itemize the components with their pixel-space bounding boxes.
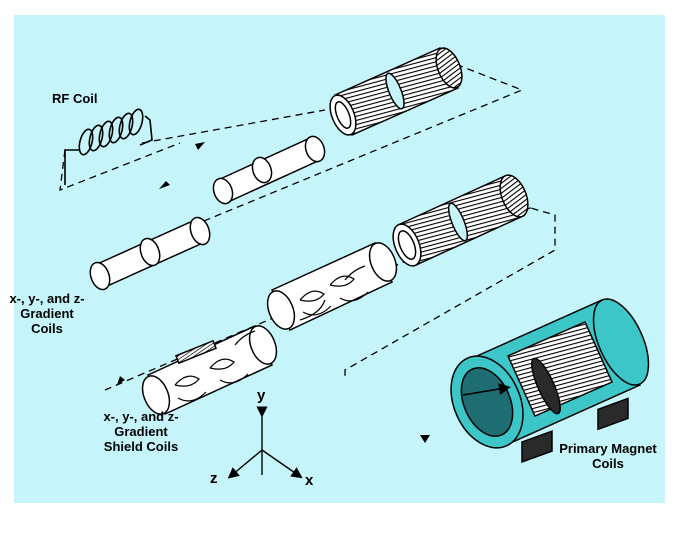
axis-label-x: x: [305, 472, 314, 489]
axis-label-z: z: [210, 470, 218, 487]
label-shield-coils-line1: x-, y-, and z-: [103, 409, 179, 424]
label-gradient-shield-coils: x-, y-, and z- Gradient Shield Coils: [86, 409, 196, 454]
label-shield-coils-line3: Shield Coils: [103, 439, 179, 454]
wire-wound-coil-middle: [392, 174, 529, 267]
shield-coil-top: [329, 47, 463, 136]
label-primary-magnet-coils: Primary Magnet Coils: [548, 441, 668, 471]
gradient-shield-coils: [141, 325, 278, 415]
label-primary-magnet-line1: Primary Magnet: [559, 441, 657, 456]
label-gradient-coils: x-, y-, and z- Gradient Coils: [2, 291, 92, 336]
label-shield-coils-line2: Gradient: [114, 424, 168, 439]
label-gradient-coils-line3: Coils: [31, 321, 63, 336]
label-gradient-coils-line1: x-, y-, and z-: [9, 291, 85, 306]
label-rf-coil: RF Coil: [52, 91, 98, 106]
label-primary-magnet-line2: Coils: [592, 456, 624, 471]
label-gradient-coils-line2: Gradient: [20, 306, 74, 321]
primary-magnet: [450, 298, 650, 464]
gradient-coil-set-upper: [212, 135, 326, 205]
gradient-coils-saddle: [266, 242, 398, 332]
coordinate-axes: [227, 406, 303, 479]
rf-coil: [64, 108, 153, 185]
connector-arrows: [117, 142, 430, 443]
gradient-coil-set-lower: [89, 216, 211, 291]
axis-label-y: y: [257, 387, 266, 404]
